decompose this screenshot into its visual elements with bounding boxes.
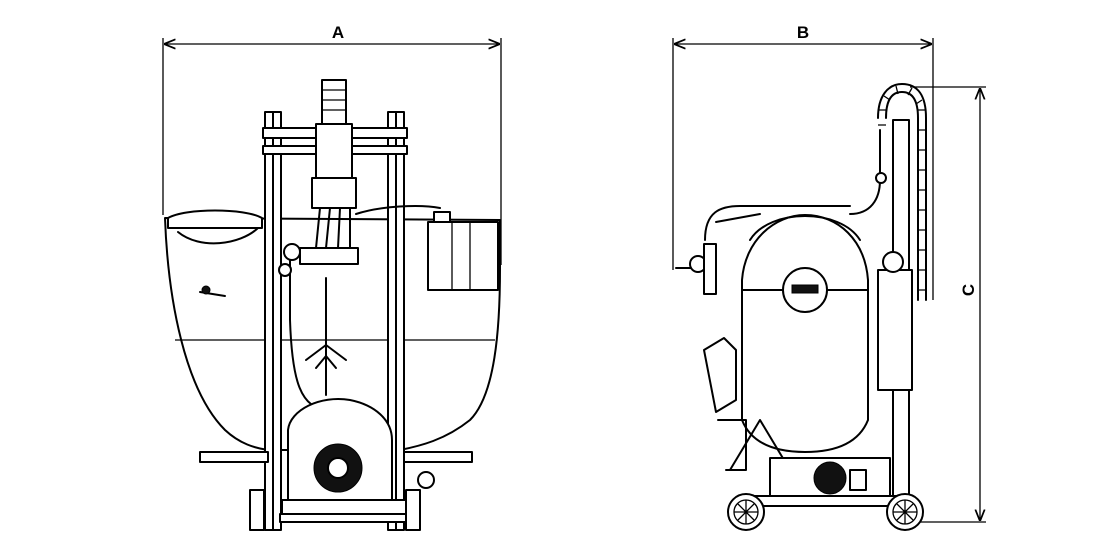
dimension-c: C bbox=[910, 86, 986, 523]
front-view-sprayer bbox=[164, 79, 501, 531]
rear-wheel bbox=[727, 493, 765, 531]
dimension-b-label: B bbox=[797, 23, 809, 42]
hose-chain bbox=[878, 85, 926, 291]
side-view-sprayer bbox=[675, 83, 927, 531]
dimension-a-label: A bbox=[332, 23, 344, 42]
front-wheel bbox=[886, 493, 924, 531]
dimension-b: B bbox=[672, 23, 934, 300]
dimension-c-label: C bbox=[959, 284, 978, 296]
